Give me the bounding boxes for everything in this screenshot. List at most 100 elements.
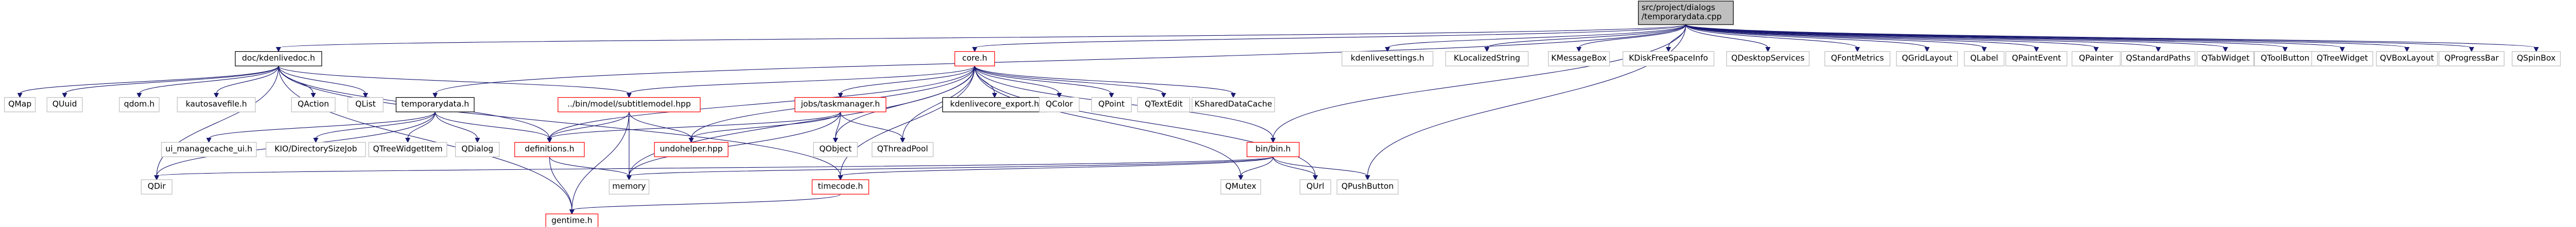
edge-line	[407, 112, 436, 139]
edge-arrowhead	[547, 138, 552, 143]
node-kautosavefile[interactable]: kautosavefile.h	[177, 97, 256, 113]
node-label: qdom.h	[124, 99, 155, 109]
edge-arrowhead	[2033, 47, 2039, 52]
node-binchm[interactable]: bin/bin.h	[1246, 142, 1300, 158]
edge-arrowhead	[313, 138, 318, 143]
node-label: QTreeWidgetItem	[373, 144, 443, 154]
node-qdom[interactable]: qdom.h	[119, 97, 159, 113]
edge-arrowhead	[833, 138, 839, 143]
node-qdir[interactable]: QDir	[141, 179, 173, 195]
node-box	[1548, 51, 1610, 67]
edge-line	[691, 112, 841, 139]
node-qobject[interactable]: QObject	[813, 142, 858, 158]
edge-temporarydata-to-qdialog	[435, 112, 480, 143]
node-root[interactable]: src/project/dialogs/temporarydata.cpp	[1638, 1, 1734, 25]
node-kiodirectorysizejob[interactable]: KIO/DirectorySizeJob	[265, 142, 366, 158]
node-qpoint[interactable]: QPoint	[1091, 97, 1132, 113]
node-qtoolbutton[interactable]: QToolButton	[2254, 51, 2316, 67]
node-qlabel[interactable]: QLabel	[1964, 51, 2005, 67]
edge-line	[278, 66, 841, 176]
edge-line	[549, 112, 841, 139]
edge-line	[840, 66, 975, 176]
node-qgridlayout[interactable]: QGridLayout	[1896, 51, 1958, 67]
node-kmessagebox[interactable]: KMessageBox	[1548, 51, 1610, 67]
node-taskmanager[interactable]: jobs/taskmanager.h	[794, 97, 887, 113]
node-box	[2121, 51, 2196, 67]
edge-line	[629, 156, 1274, 177]
node-qdesktopservices[interactable]: QDesktopServices	[1726, 51, 1810, 67]
node-qurl[interactable]: QUrl	[1299, 179, 1331, 195]
node-qtreewidgetitem[interactable]: QTreeWidgetItem	[368, 142, 447, 158]
node-box	[1896, 51, 1958, 67]
edge-kdenlivedoc-to-quuid	[62, 66, 279, 98]
node-qpainter[interactable]: QPainter	[2071, 51, 2121, 67]
node-temporarydata[interactable]: temporarydata.h	[395, 97, 475, 113]
node-qtreewidget[interactable]: QTreeWidget	[2311, 51, 2373, 67]
node-box	[2511, 51, 2561, 67]
node-undohelper[interactable]: undohelper.hpp	[654, 142, 729, 158]
edge-arrowhead	[405, 138, 410, 143]
node-box	[1342, 51, 1434, 67]
node-timecode[interactable]: timecode.h	[812, 179, 870, 195]
edge-line	[1685, 24, 1769, 48]
node-kdenlivedoc[interactable]: doc/kdenlivedoc.h	[234, 51, 322, 67]
node-kdenlivecore_export[interactable]: kdenlivecore_export.h	[942, 97, 1047, 113]
node-kdiskfreespaceinfo[interactable]: KDiskFreeSpaceInfo	[1622, 51, 1714, 67]
edge-line	[1367, 24, 1687, 176]
node-kshareddatacache[interactable]: KSharedDataCache	[1192, 97, 1275, 113]
node-box	[4, 97, 36, 113]
node-qthreadpool[interactable]: QThreadPool	[872, 142, 934, 158]
node-label: QPushButton	[1342, 182, 1394, 191]
node-box	[119, 97, 159, 113]
node-core[interactable]: core.h	[954, 51, 995, 67]
node-qtextedit[interactable]: QTextEdit	[1137, 97, 1191, 113]
edge-line	[549, 112, 630, 139]
node-qmutex[interactable]: QMutex	[1220, 179, 1261, 195]
node-ui_managecache[interactable]: ui_managecache_ui.h	[161, 142, 257, 158]
node-qmap[interactable]: QMap	[4, 97, 36, 113]
edge-line	[571, 112, 630, 210]
edge-line	[1685, 24, 2037, 48]
edge-arrowhead	[1238, 175, 1244, 181]
edge-arrowhead	[2282, 47, 2288, 52]
node-qprogressbar[interactable]: QProgressBar	[2438, 51, 2505, 67]
edge-temporarydata-to-kiodirectorysizejob	[313, 112, 436, 143]
node-qdialog[interactable]: QDialog	[455, 142, 500, 158]
node-quuid[interactable]: QUuid	[47, 97, 83, 113]
node-memory[interactable]: memory	[608, 179, 650, 195]
node-kdenlivesettings[interactable]: kdenlivesettings.h	[1342, 51, 1434, 67]
node-qpushbutton[interactable]: QPushButton	[1336, 179, 1399, 195]
edge-kdenlivedoc-to-gentime	[278, 66, 575, 215]
edge-timecode-to-gentime	[569, 194, 841, 215]
node-qaction[interactable]: QAction	[291, 97, 336, 113]
node-gentime[interactable]: gentime.h	[545, 213, 599, 227]
edge-root-to-qdesktopservices	[1685, 24, 1771, 52]
node-box	[514, 142, 585, 158]
edge-line	[974, 66, 1112, 94]
edge-line	[629, 112, 841, 176]
edge-line	[1272, 156, 1368, 177]
node-qlist[interactable]: QList	[347, 97, 384, 113]
node-box	[1336, 179, 1399, 195]
edge-line	[1685, 24, 1985, 48]
edge-root-to-qfontmetrics	[1685, 24, 1860, 52]
edge-line	[629, 66, 975, 176]
node-qfontmetrics[interactable]: QFontMetrics	[1824, 51, 1891, 67]
edge-core-to-subtitlemodel	[626, 66, 975, 98]
node-qvboxlayout[interactable]: QVBoxLayout	[2376, 51, 2438, 67]
node-qstandardpaths[interactable]: QStandardPaths	[2121, 51, 2196, 67]
node-qpaintevent[interactable]: QPaintEvent	[2005, 51, 2068, 67]
node-qcolor[interactable]: QColor	[1039, 97, 1080, 113]
node-subtitlemodel[interactable]: ../bin/model/subtitlemodel.hpp	[558, 97, 701, 113]
node-klocalizedstring[interactable]: KLocalizedString	[1445, 51, 1529, 67]
node-definitions[interactable]: definitions.h	[514, 142, 585, 158]
node-box	[1824, 51, 1891, 67]
edge-arrowhead	[136, 93, 142, 98]
edge-line	[156, 156, 1274, 177]
edge-line	[1685, 24, 2097, 48]
node-label: bin/bin.h	[1255, 144, 1291, 154]
edge-line	[435, 112, 550, 139]
edge-root-to-klocalizedstring	[1484, 24, 1687, 52]
node-qtabwidget[interactable]: QTabWidget	[2197, 51, 2254, 67]
node-qspinbox[interactable]: QSpinBox	[2511, 51, 2561, 67]
